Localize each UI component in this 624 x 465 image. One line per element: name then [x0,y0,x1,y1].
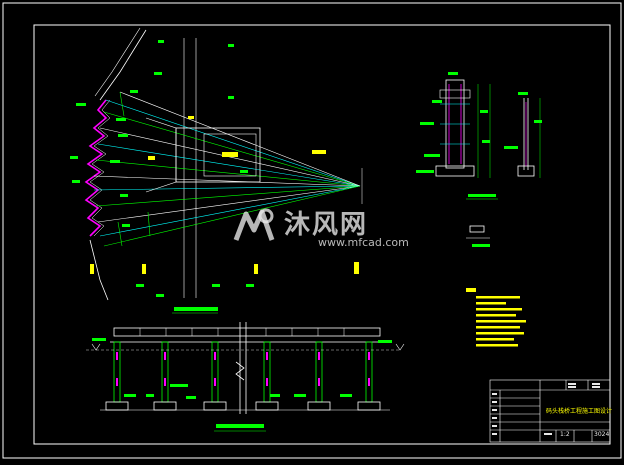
pier-3 [203,341,227,411]
section-details [416,72,542,247]
outer-sheet-border [2,2,622,459]
pier-approach [145,117,177,193]
title-block-fill-text [492,383,600,435]
detail-post-section [504,92,542,178]
shoreline-dim-ticks [117,91,151,247]
drawing-title: 码头栈桥工程施工图设计 [546,408,613,415]
inner-drawing-frame [33,24,611,445]
elevation-markers [91,343,405,351]
design-notes [466,288,526,347]
detail-column-section [416,72,498,200]
pier-1 [105,341,129,411]
pier-2 [153,341,177,411]
revetment-zigzag-white [89,99,111,237]
shoreline-edge-2 [94,27,141,97]
elevation-green-labels [92,338,392,399]
pier-block-inner [203,133,257,177]
plan-green-labels [70,40,254,297]
break-line [235,322,247,414]
pier-4 [255,341,279,411]
pier-block-outer [175,127,261,183]
plan-view [70,27,363,314]
yellow-markers [90,116,359,274]
piers [105,341,381,411]
detail-small-section [466,225,490,247]
railing-posts [139,328,345,336]
shoreline-lower-edge [89,239,109,301]
revetment-zigzag-magenta [84,99,108,237]
scale-value: 1:2 [560,431,570,438]
deck-top [113,327,381,337]
elevation-caption-text [216,424,264,428]
radiating-lines [93,91,361,247]
pier-6 [357,341,381,411]
plan-caption-text [174,307,218,311]
pier-5 [307,341,331,411]
elevation-view [86,322,405,432]
shoreline-edge-1 [99,29,147,101]
title-block [489,379,611,443]
sheet-number: 3024 [594,431,610,438]
